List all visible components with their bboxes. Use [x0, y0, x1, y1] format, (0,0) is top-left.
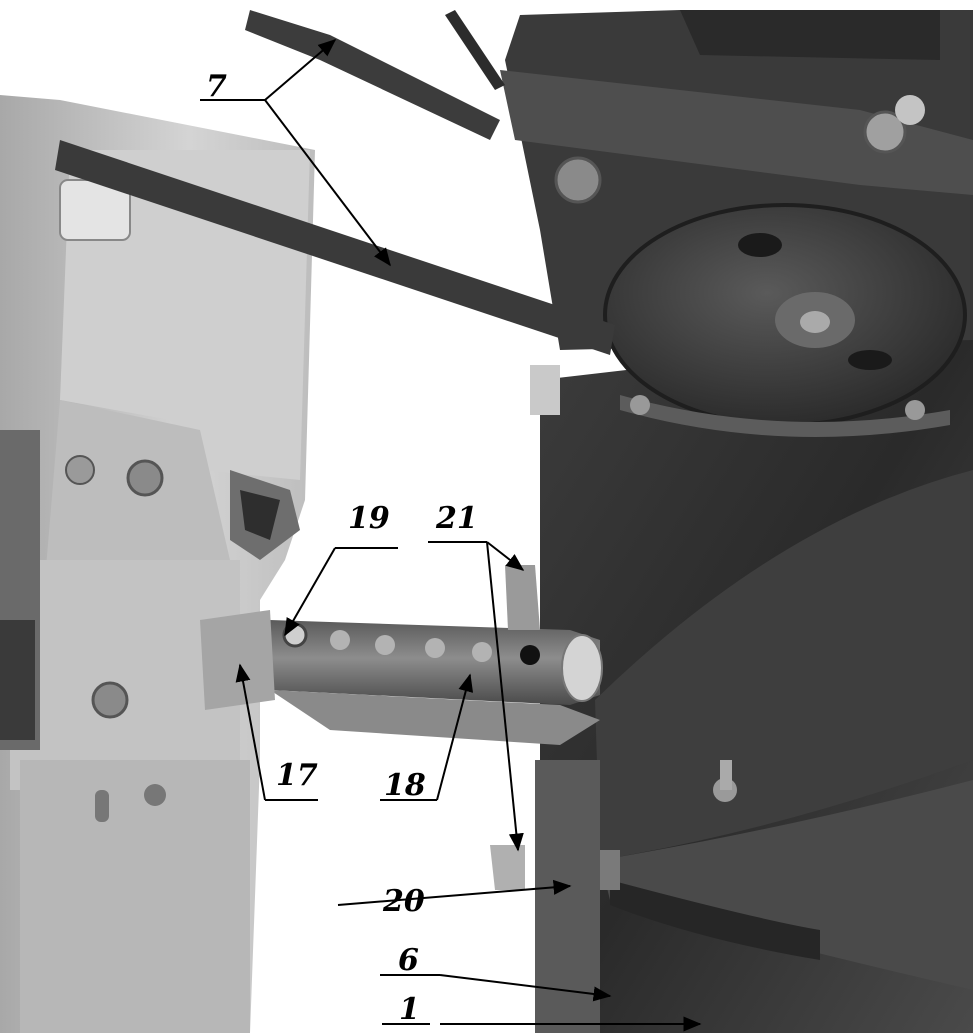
leader-7-arrow-lower [264, 99, 391, 267]
callout-19: 19 [348, 501, 390, 536]
callout-20: 20 [382, 884, 425, 919]
callout-1: 1 [399, 992, 420, 1027]
gearbox-housing [500, 10, 973, 437]
leader-19-arrow [284, 547, 336, 637]
callouts [200, 39, 702, 1032]
leader-20-arrow [337, 879, 572, 906]
drive-belt [55, 10, 615, 355]
frame-bracket [0, 95, 315, 1033]
callout-labels: 7 19 21 17 18 20 6 1 [200, 66, 478, 1027]
leader-17-arrow [235, 663, 266, 801]
leader-21-arrow-upper [486, 541, 525, 571]
auger-housing [535, 330, 973, 1033]
callout-6: 6 [398, 943, 419, 978]
leader-6-arrow [439, 974, 612, 1002]
leader-18-arrow [436, 673, 474, 801]
callout-18: 18 [384, 768, 426, 803]
callout-17: 17 [276, 758, 318, 793]
callout-7: 7 [206, 69, 227, 104]
adjustment-tube [200, 565, 603, 890]
callout-21: 21 [435, 501, 478, 536]
machine-photo [0, 10, 973, 1033]
leader-21-arrow-lower [486, 541, 524, 852]
leader-7-arrow-upper [264, 39, 337, 101]
